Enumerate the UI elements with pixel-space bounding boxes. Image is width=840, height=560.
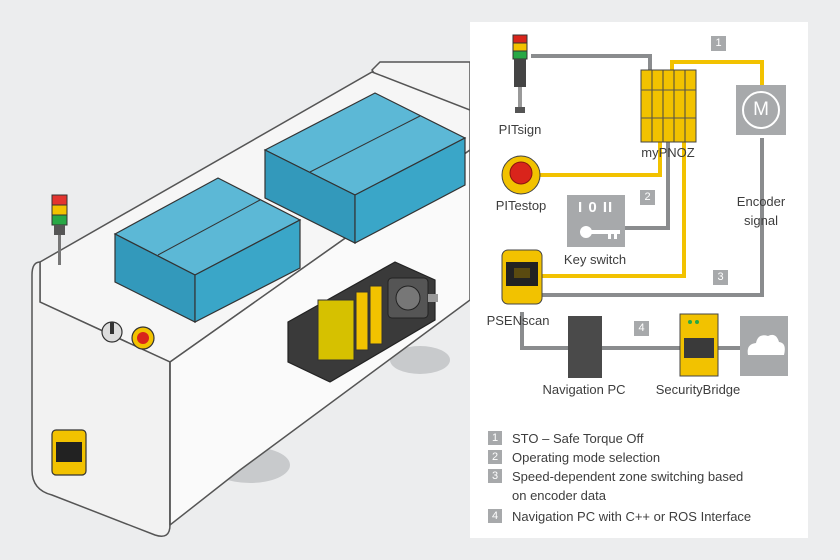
legend-text-4: Navigation PC with C++ or ROS Interface: [512, 509, 752, 524]
motor-symbol-label: M: [753, 99, 769, 120]
connection-badge-1: 1: [711, 36, 726, 51]
connection-badge-4: 4: [634, 321, 649, 336]
cargo-box-side: [354, 137, 466, 244]
connection-badge-2: 2: [640, 190, 655, 205]
key-switch-device: [567, 195, 625, 247]
securitybridge-label: SecurityBridge: [655, 382, 741, 397]
cloud-device: [740, 316, 788, 376]
key-switch-position-label: I 0 II: [578, 199, 614, 216]
pitestop-label: PITestop: [495, 198, 547, 213]
cable-pitsign-mypnoz: [531, 54, 652, 75]
cable-estop-mypnoz: [540, 142, 662, 177]
legend-text-3-line1: Speed-dependent zone switching based: [512, 469, 744, 484]
psenscan-label: PSENscan: [486, 313, 550, 328]
encoder-signal-label-line1: Encoder: [736, 194, 786, 209]
connection-badge-3: 3: [713, 270, 728, 285]
legend-badge-1: 1: [488, 431, 502, 445]
navigation-pc-label: Navigation PC: [542, 382, 626, 397]
key-switch-label: Key switch: [563, 252, 627, 267]
cable-keyswitch-mypnoz: [625, 142, 670, 230]
mypnoz-device: [640, 69, 697, 143]
agv-wheel: [390, 346, 450, 374]
pitestop-device: [501, 155, 541, 195]
legend-text-1: STO – Safe Torque Off: [512, 431, 644, 446]
encoder-signal-label-line2: signal: [744, 213, 778, 228]
securitybridge-device: [679, 313, 719, 377]
cable-psenscan-navpc: [520, 312, 568, 350]
legend-badge-3: 3: [488, 469, 502, 483]
legend-badge-4: 4: [488, 509, 502, 523]
cargo-box-side: [194, 219, 301, 323]
cable-mypnoz-psenscan: [531, 142, 686, 278]
legend-badge-2: 2: [488, 450, 502, 464]
navigation-pc-device: [568, 316, 602, 378]
pitsign-device: [512, 34, 528, 113]
pitsign-label: PITsign: [498, 122, 542, 137]
mypnoz-on-vehicle: [317, 299, 355, 361]
motor-device: [736, 85, 786, 135]
mypnoz-label: myPNOZ: [641, 145, 695, 160]
psenscan-device: [501, 249, 543, 305]
legend-text-3-line2: on encoder data: [512, 488, 606, 503]
legend-text-2: Operating mode selection: [512, 450, 661, 465]
cable-psenscan-encoder: [531, 138, 764, 297]
